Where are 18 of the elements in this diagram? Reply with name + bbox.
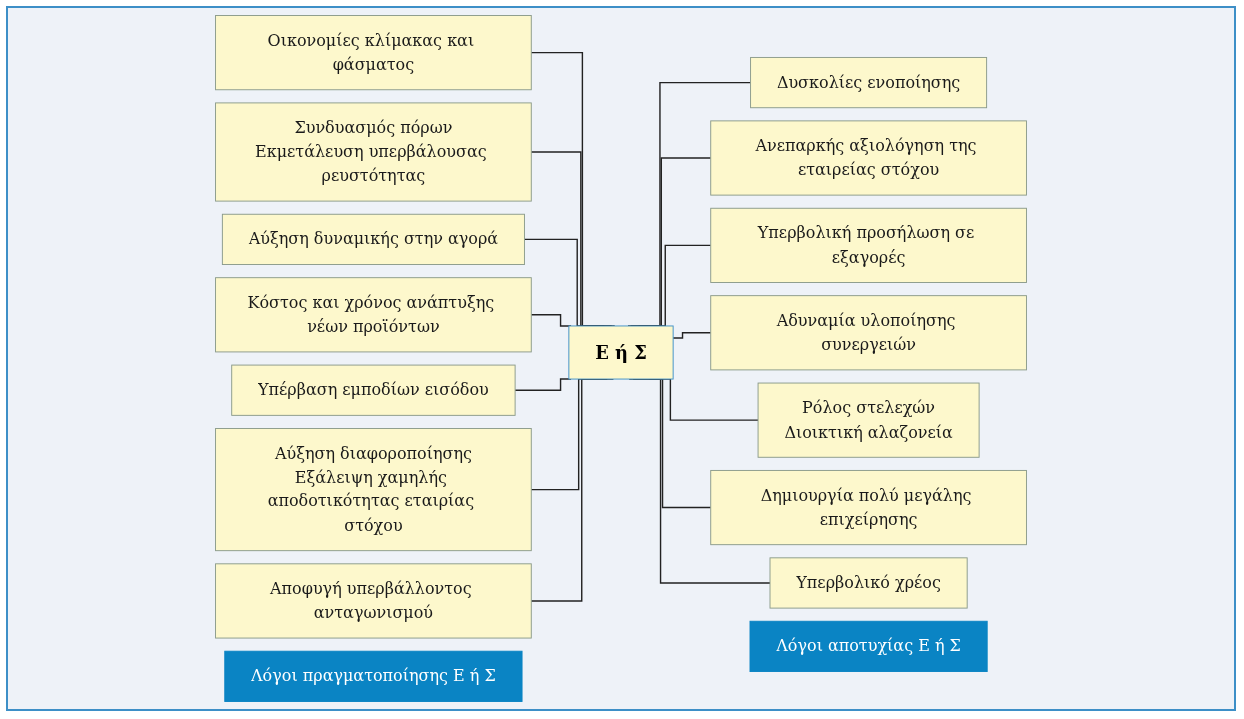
node-box: Υπέρβαση εμποδίων εισόδου — [231, 364, 516, 416]
node-box: Δυσκολίες ενοποίησης — [750, 57, 988, 109]
node-box: Ε ή Σ — [568, 325, 674, 380]
node-box: Αδυναμία υλοποίησης συνεργειών — [710, 295, 1027, 371]
node-box: Αύξηση δυναμικής στην αγορά — [221, 213, 525, 265]
node-box: Λόγοι αποτυχίας Ε ή Σ — [749, 620, 988, 672]
node-box: Οικονομίες κλίμακας και φάσματος — [215, 15, 532, 91]
node-box: Ανεπαρκής αξιολόγηση της εταιρείας στόχου — [710, 120, 1027, 196]
node-box: Αποφυγή υπερβάλλοντος ανταγωνισμού — [215, 563, 532, 639]
node-box: Ρόλος στελεχών Διοικτική αλαζονεία — [757, 382, 980, 458]
node-box: Δημιουργία πολύ μεγάλης επιχείρησης — [710, 469, 1027, 546]
connector — [672, 332, 712, 339]
node-box: Κόστος και χρόνος ανάπτυξης νέων προϊόντων — [215, 277, 532, 353]
node-box: Υπερβολικό χρέος — [769, 557, 968, 609]
node-box: Λόγοι πραγματοποίησης Ε ή Σ — [224, 650, 523, 702]
node-box: Συνδυασμός πόρων Εκμετάλευση υπερβάλουσας ρευστότητας — [215, 102, 532, 202]
node-box: Αύξηση διαφοροποίησης Εξάλειψη χαμηλής αποδοτικότητας εταιρίας στόχου — [215, 428, 532, 552]
node-box: Υπερβολική προσήλωση σε εξαγορές — [710, 207, 1027, 283]
